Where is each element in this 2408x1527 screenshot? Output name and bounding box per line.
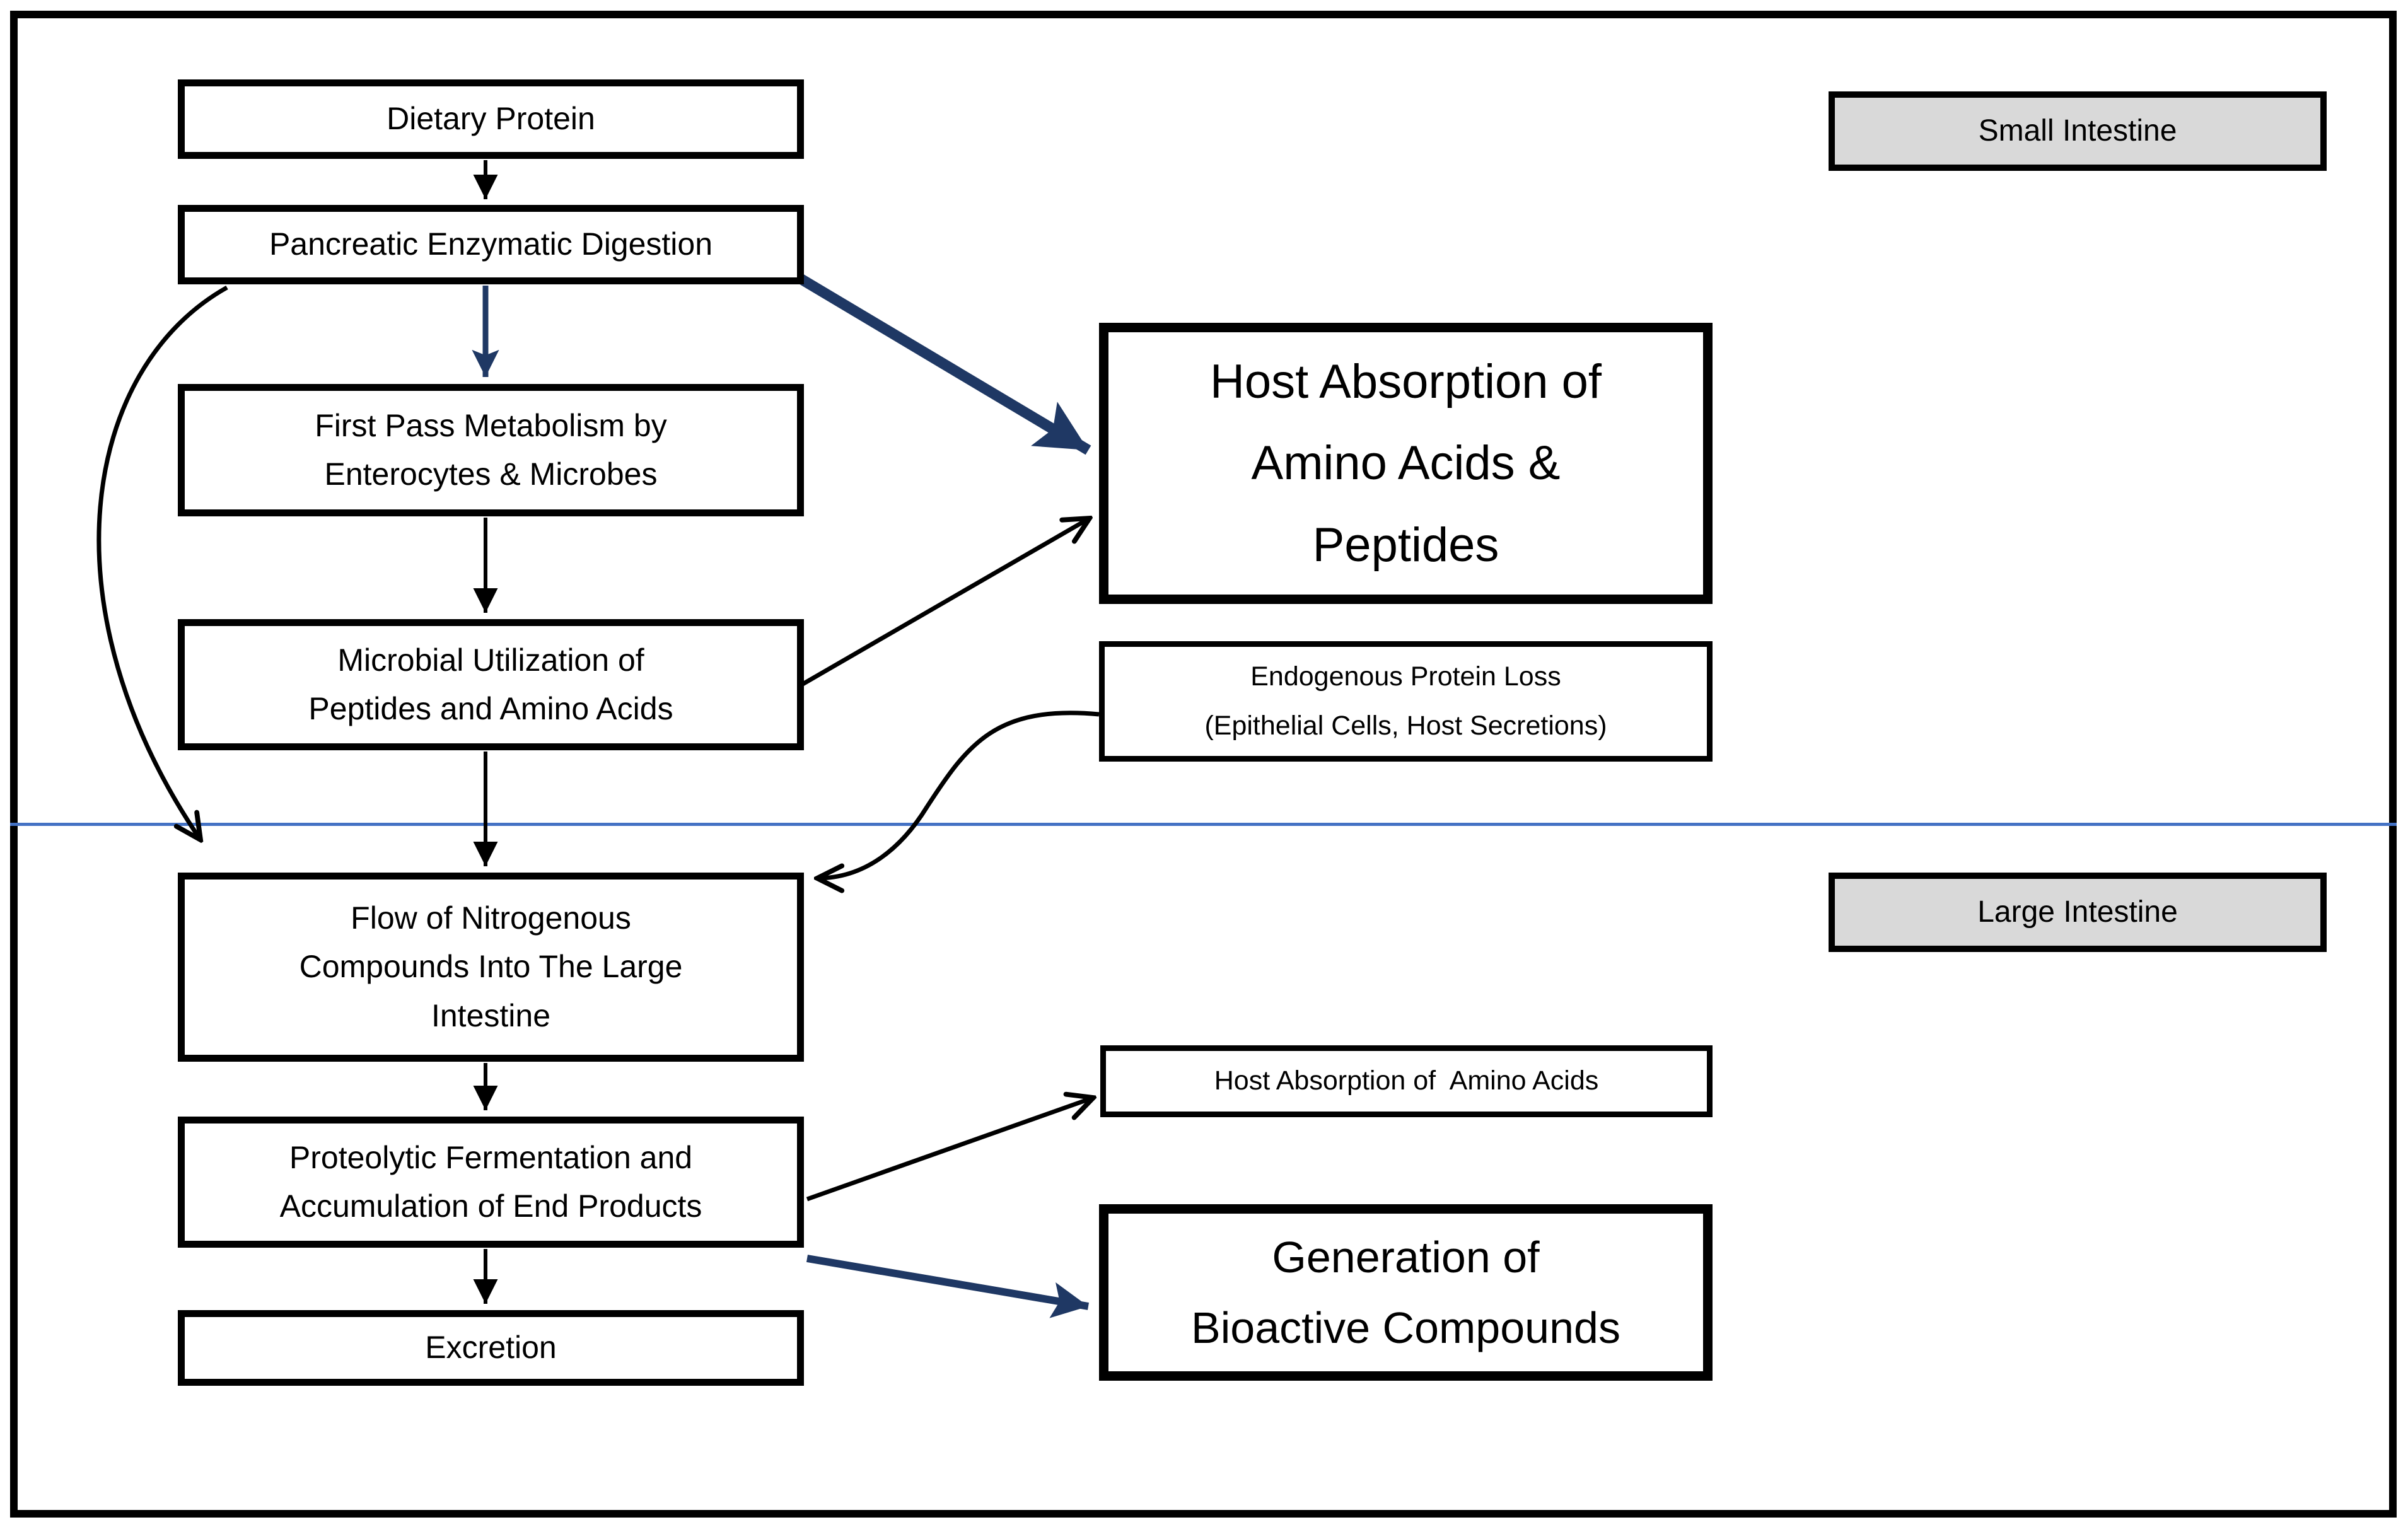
box-flow-nitrogenous-label: Flow of Nitrogenous Compounds Into The L… [299,900,683,1033]
box-endogenous-protein-loss: Endogenous Protein Loss (Epithelial Cell… [1099,641,1713,762]
box-excretion: Excretion [178,1310,804,1386]
box-proteolytic-fermentation: Proteolytic Fermentation and Accumulatio… [178,1117,804,1248]
outer-border [10,11,2397,1518]
arrow-pancreatic-bypass-to-flow [96,285,228,840]
arrow-proteolytic-to-host-absorption-aa [806,1098,1093,1202]
box-pancreatic-digestion-label: Pancreatic Enzymatic Digestion [269,226,713,262]
box-host-absorption-aa-peptides-label: Host Absorption of Amino Acids & Peptide… [1209,355,1602,572]
box-dietary-protein: Dietary Protein [178,79,804,159]
box-host-absorption-aa-label: Host Absorption of Amino Acids [1214,1065,1599,1096]
region-label-large-intestine-text: Large Intestine [1977,895,2178,929]
box-dietary-protein-label: Dietary Protein [387,101,595,137]
region-label-small-intestine-text: Small Intestine [1978,114,2177,148]
box-microbial-utilization-label: Microbial Utilization of Peptides and Am… [308,642,673,727]
region-label-large-intestine: Large Intestine [1829,873,2327,952]
intestine-divider-line [10,823,2397,826]
box-flow-nitrogenous: Flow of Nitrogenous Compounds Into The L… [178,873,804,1062]
box-first-pass-metabolism: First Pass Metabolism by Enterocytes & M… [178,384,804,516]
arrow-microbial-to-host-absorption [798,518,1090,688]
box-host-absorption-aa: Host Absorption of Amino Acids [1100,1045,1713,1117]
region-label-small-intestine: Small Intestine [1829,91,2327,171]
box-pancreatic-digestion: Pancreatic Enzymatic Digestion [178,205,804,284]
box-generation-bioactive-label: Generation of Bioactive Compounds [1191,1233,1620,1352]
box-host-absorption-aa-peptides: Host Absorption of Amino Acids & Peptide… [1099,323,1713,604]
box-microbial-utilization: Microbial Utilization of Peptides and Am… [178,619,804,750]
arrow-proteolytic-to-generation [806,1255,1090,1318]
box-generation-bioactive: Generation of Bioactive Compounds [1099,1204,1713,1381]
box-endogenous-protein-loss-label: Endogenous Protein Loss (Epithelial Cell… [1204,661,1607,741]
box-first-pass-metabolism-label: First Pass Metabolism by Enterocytes & M… [315,407,667,492]
arrow-endogenous-to-flow [817,711,1100,878]
arrow-pancreatic-to-host-absorption [796,273,1091,455]
box-proteolytic-fermentation-label: Proteolytic Fermentation and Accumulatio… [279,1139,702,1224]
box-excretion-label: Excretion [425,1330,557,1366]
